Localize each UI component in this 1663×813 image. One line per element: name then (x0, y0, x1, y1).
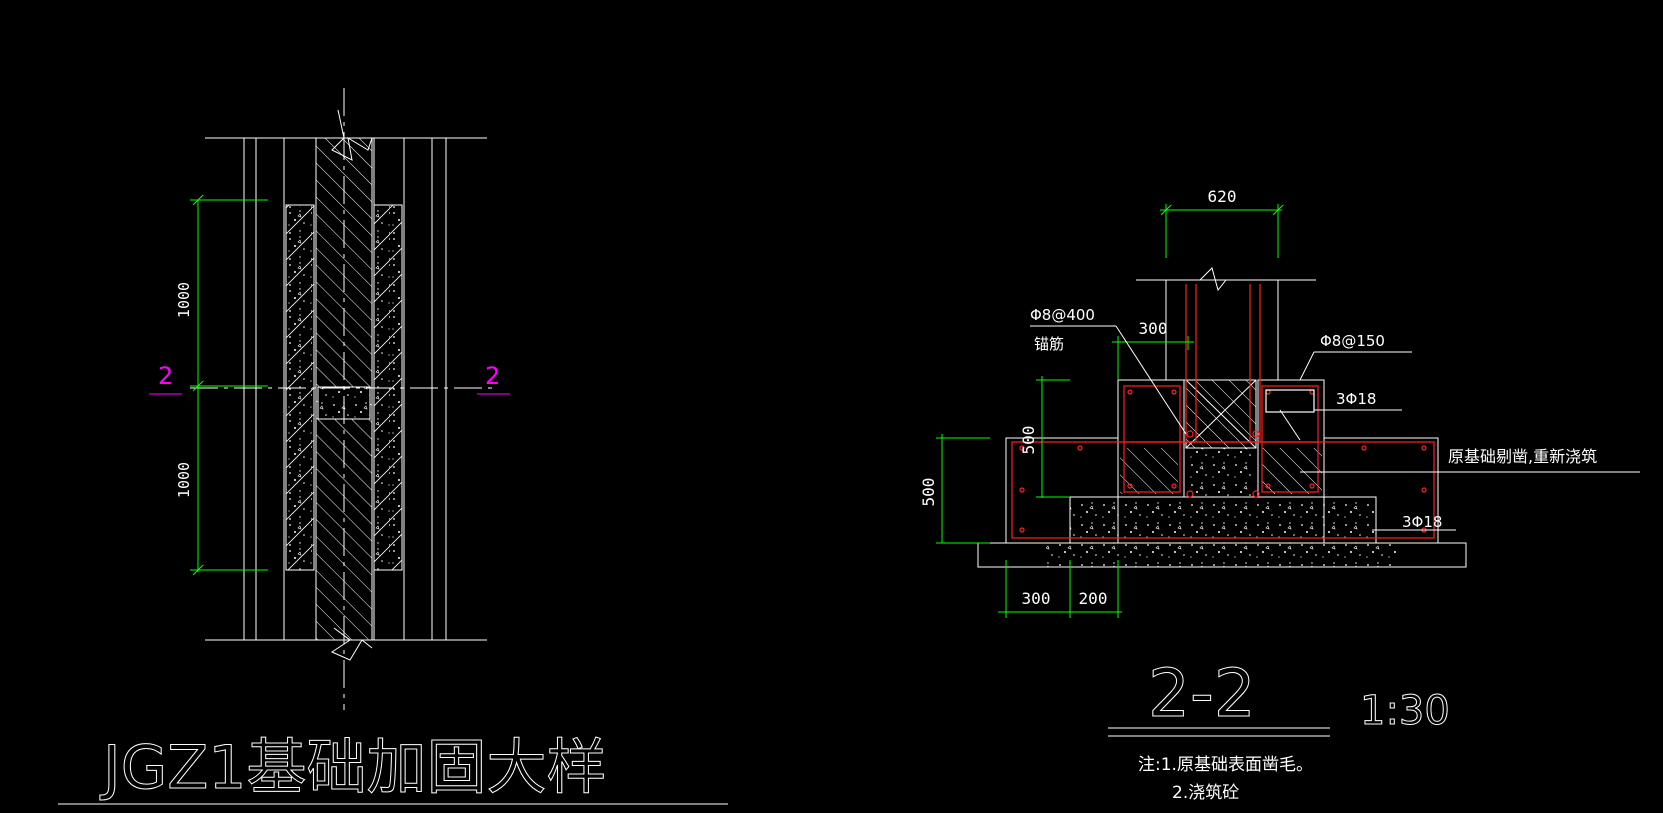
leader-lines (1030, 325, 1640, 531)
original-pedestal-hatch-right (1262, 448, 1322, 494)
left-plan-detail: 1000 1000 2 2 JGZ1基础加固大样 (58, 88, 728, 805)
rebar-group (1011, 284, 1435, 539)
break-line-bottom (330, 627, 373, 661)
dim-300-bottom: 300 (1022, 589, 1051, 608)
section-mark-left: 2 (158, 362, 173, 390)
right-section-detail: 620 300 500 500 300 200 Φ8@400 锚筋 Φ8@150… (919, 187, 1640, 803)
dimension-lines (936, 204, 1284, 618)
label-bar-lower: 3Φ18 (1402, 513, 1442, 531)
label-bar-upper: 3Φ18 (1336, 390, 1376, 408)
dim-500-outer: 500 (919, 478, 938, 507)
dim-620: 620 (1208, 187, 1237, 206)
section-mark-right: 2 (485, 362, 500, 390)
note-line-1: 注:1.原基础表面凿毛。 (1138, 755, 1313, 775)
dim-upper-1000: 1000 (175, 282, 193, 318)
section-title: 2-2 (1148, 655, 1256, 732)
pedestal-right (1257, 379, 1325, 498)
footing-lower (1069, 496, 1377, 544)
label-note-right: 原基础剔凿,重新浇筑 (1448, 447, 1597, 466)
dim-200-bottom: 200 (1079, 589, 1108, 608)
original-pedestal-hatch-left (1120, 448, 1178, 494)
dim-500-inner: 500 (1019, 426, 1038, 455)
label-anchor-sub: 锚筋 (1034, 335, 1064, 353)
core-concrete (1186, 448, 1256, 498)
left-title: JGZ1基础加固大样 (99, 733, 606, 803)
label-stirrup: Φ8@150 (1320, 332, 1385, 350)
note-line-2: 2.浇筑砼 (1172, 783, 1239, 803)
dim-lower-1000: 1000 (175, 462, 193, 498)
column-break-line (1199, 267, 1227, 292)
dim-300-top: 300 (1139, 319, 1168, 338)
section-scale: 1:30 (1360, 688, 1450, 734)
label-anchor-bar: Φ8@400 (1030, 306, 1095, 324)
